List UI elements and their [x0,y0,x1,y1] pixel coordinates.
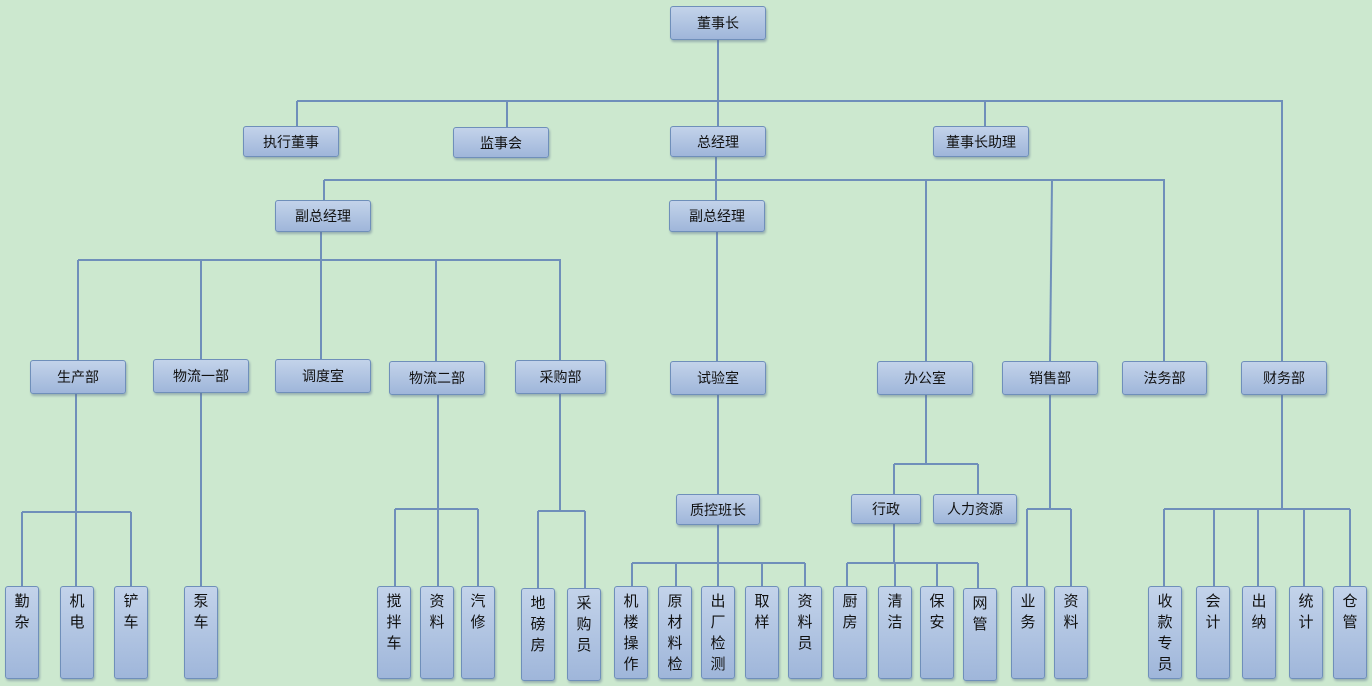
node-security[interactable]: 保安 [920,586,954,679]
node-pump-truck[interactable]: 泵车 [184,586,218,679]
node-logistics-2[interactable]: 物流二部 [389,361,485,395]
node-auto-repair-label: 汽修 [470,592,486,631]
node-chairman-assistant[interactable]: 董事长助理 [933,126,1029,157]
node-teller-label: 出纳 [1251,592,1267,631]
node-kitchen-label: 厨房 [842,592,858,631]
node-weighbridge-room[interactable]: 地磅房 [521,588,555,681]
node-raw-material-inspection-label: 原材料检 [667,592,683,673]
node-cleaning-label: 清洁 [887,592,903,631]
node-auto-repair[interactable]: 汽修 [461,586,495,679]
node-logistics-1[interactable]: 物流一部 [153,359,249,393]
node-statistics-label: 统计 [1298,592,1314,631]
node-electromechanical-label: 机电 [69,592,85,631]
node-warehouse-label: 仓管 [1342,592,1358,631]
node-mixer-truck[interactable]: 搅拌车 [377,586,411,679]
node-accounting[interactable]: 会计 [1196,586,1230,679]
node-chores[interactable]: 勤杂 [5,586,39,679]
node-materials-a-label: 资料 [429,592,445,631]
node-materials-a[interactable]: 资料 [420,586,454,679]
node-teller[interactable]: 出纳 [1242,586,1276,679]
node-vice-gm-2[interactable]: 副总经理 [669,200,765,232]
node-security-label: 保安 [929,592,945,631]
node-finance-dept[interactable]: 财务部 [1241,361,1327,395]
node-business[interactable]: 业务 [1011,586,1045,679]
node-materials-b[interactable]: 资料 [1054,586,1088,679]
node-purchaser[interactable]: 采购员 [567,588,601,681]
node-purchasing-dept[interactable]: 采购部 [515,360,606,394]
node-kitchen[interactable]: 厨房 [833,586,867,679]
node-dispatch-room[interactable]: 调度室 [275,359,371,393]
node-administration[interactable]: 行政 [851,494,921,524]
node-vice-gm-1[interactable]: 副总经理 [275,200,371,232]
node-production-dept[interactable]: 生产部 [30,360,126,394]
node-network-admin-label: 网管 [972,594,988,633]
node-business-label: 业务 [1020,592,1036,631]
node-sales-dept[interactable]: 销售部 [1002,361,1098,395]
node-electromechanical[interactable]: 机电 [60,586,94,679]
node-network-admin[interactable]: 网管 [963,588,997,681]
node-data-clerk-label: 资料员 [797,592,813,652]
node-cashier-clerk-label: 收款专员 [1157,592,1173,673]
node-mixer-operation-label: 机楼操作 [623,592,639,673]
node-chairman[interactable]: 董事长 [670,6,766,40]
node-raw-material-inspection[interactable]: 原材料检 [658,586,692,679]
node-materials-b-label: 资料 [1063,592,1079,631]
node-purchaser-label: 采购员 [576,594,592,654]
node-weighbridge-room-label: 地磅房 [530,594,546,654]
node-sampling-label: 取样 [754,592,770,631]
node-sampling[interactable]: 取样 [745,586,779,679]
node-qc-leader[interactable]: 质控班长 [676,494,760,525]
node-data-clerk[interactable]: 资料员 [788,586,822,679]
node-outgoing-inspection[interactable]: 出厂检测 [701,586,735,679]
node-mixer-truck-label: 搅拌车 [386,592,402,652]
node-cleaning[interactable]: 清洁 [878,586,912,679]
node-supervisory-board[interactable]: 监事会 [453,127,549,158]
node-statistics[interactable]: 统计 [1289,586,1323,679]
node-general-manager[interactable]: 总经理 [670,126,766,157]
node-legal-dept[interactable]: 法务部 [1122,361,1207,395]
node-office[interactable]: 办公室 [877,361,973,395]
node-forklift-label: 铲车 [123,592,139,631]
node-forklift[interactable]: 铲车 [114,586,148,679]
node-exec-director[interactable]: 执行董事 [243,126,339,157]
node-accounting-label: 会计 [1205,592,1221,631]
node-pump-truck-label: 泵车 [193,592,209,631]
node-chores-label: 勤杂 [14,592,30,631]
node-warehouse[interactable]: 仓管 [1333,586,1367,679]
node-laboratory[interactable]: 试验室 [670,361,766,395]
node-mixer-operation[interactable]: 机楼操作 [614,586,648,679]
node-cashier-clerk[interactable]: 收款专员 [1148,586,1182,679]
node-human-resources[interactable]: 人力资源 [933,494,1017,524]
node-outgoing-inspection-label: 出厂检测 [710,592,726,673]
